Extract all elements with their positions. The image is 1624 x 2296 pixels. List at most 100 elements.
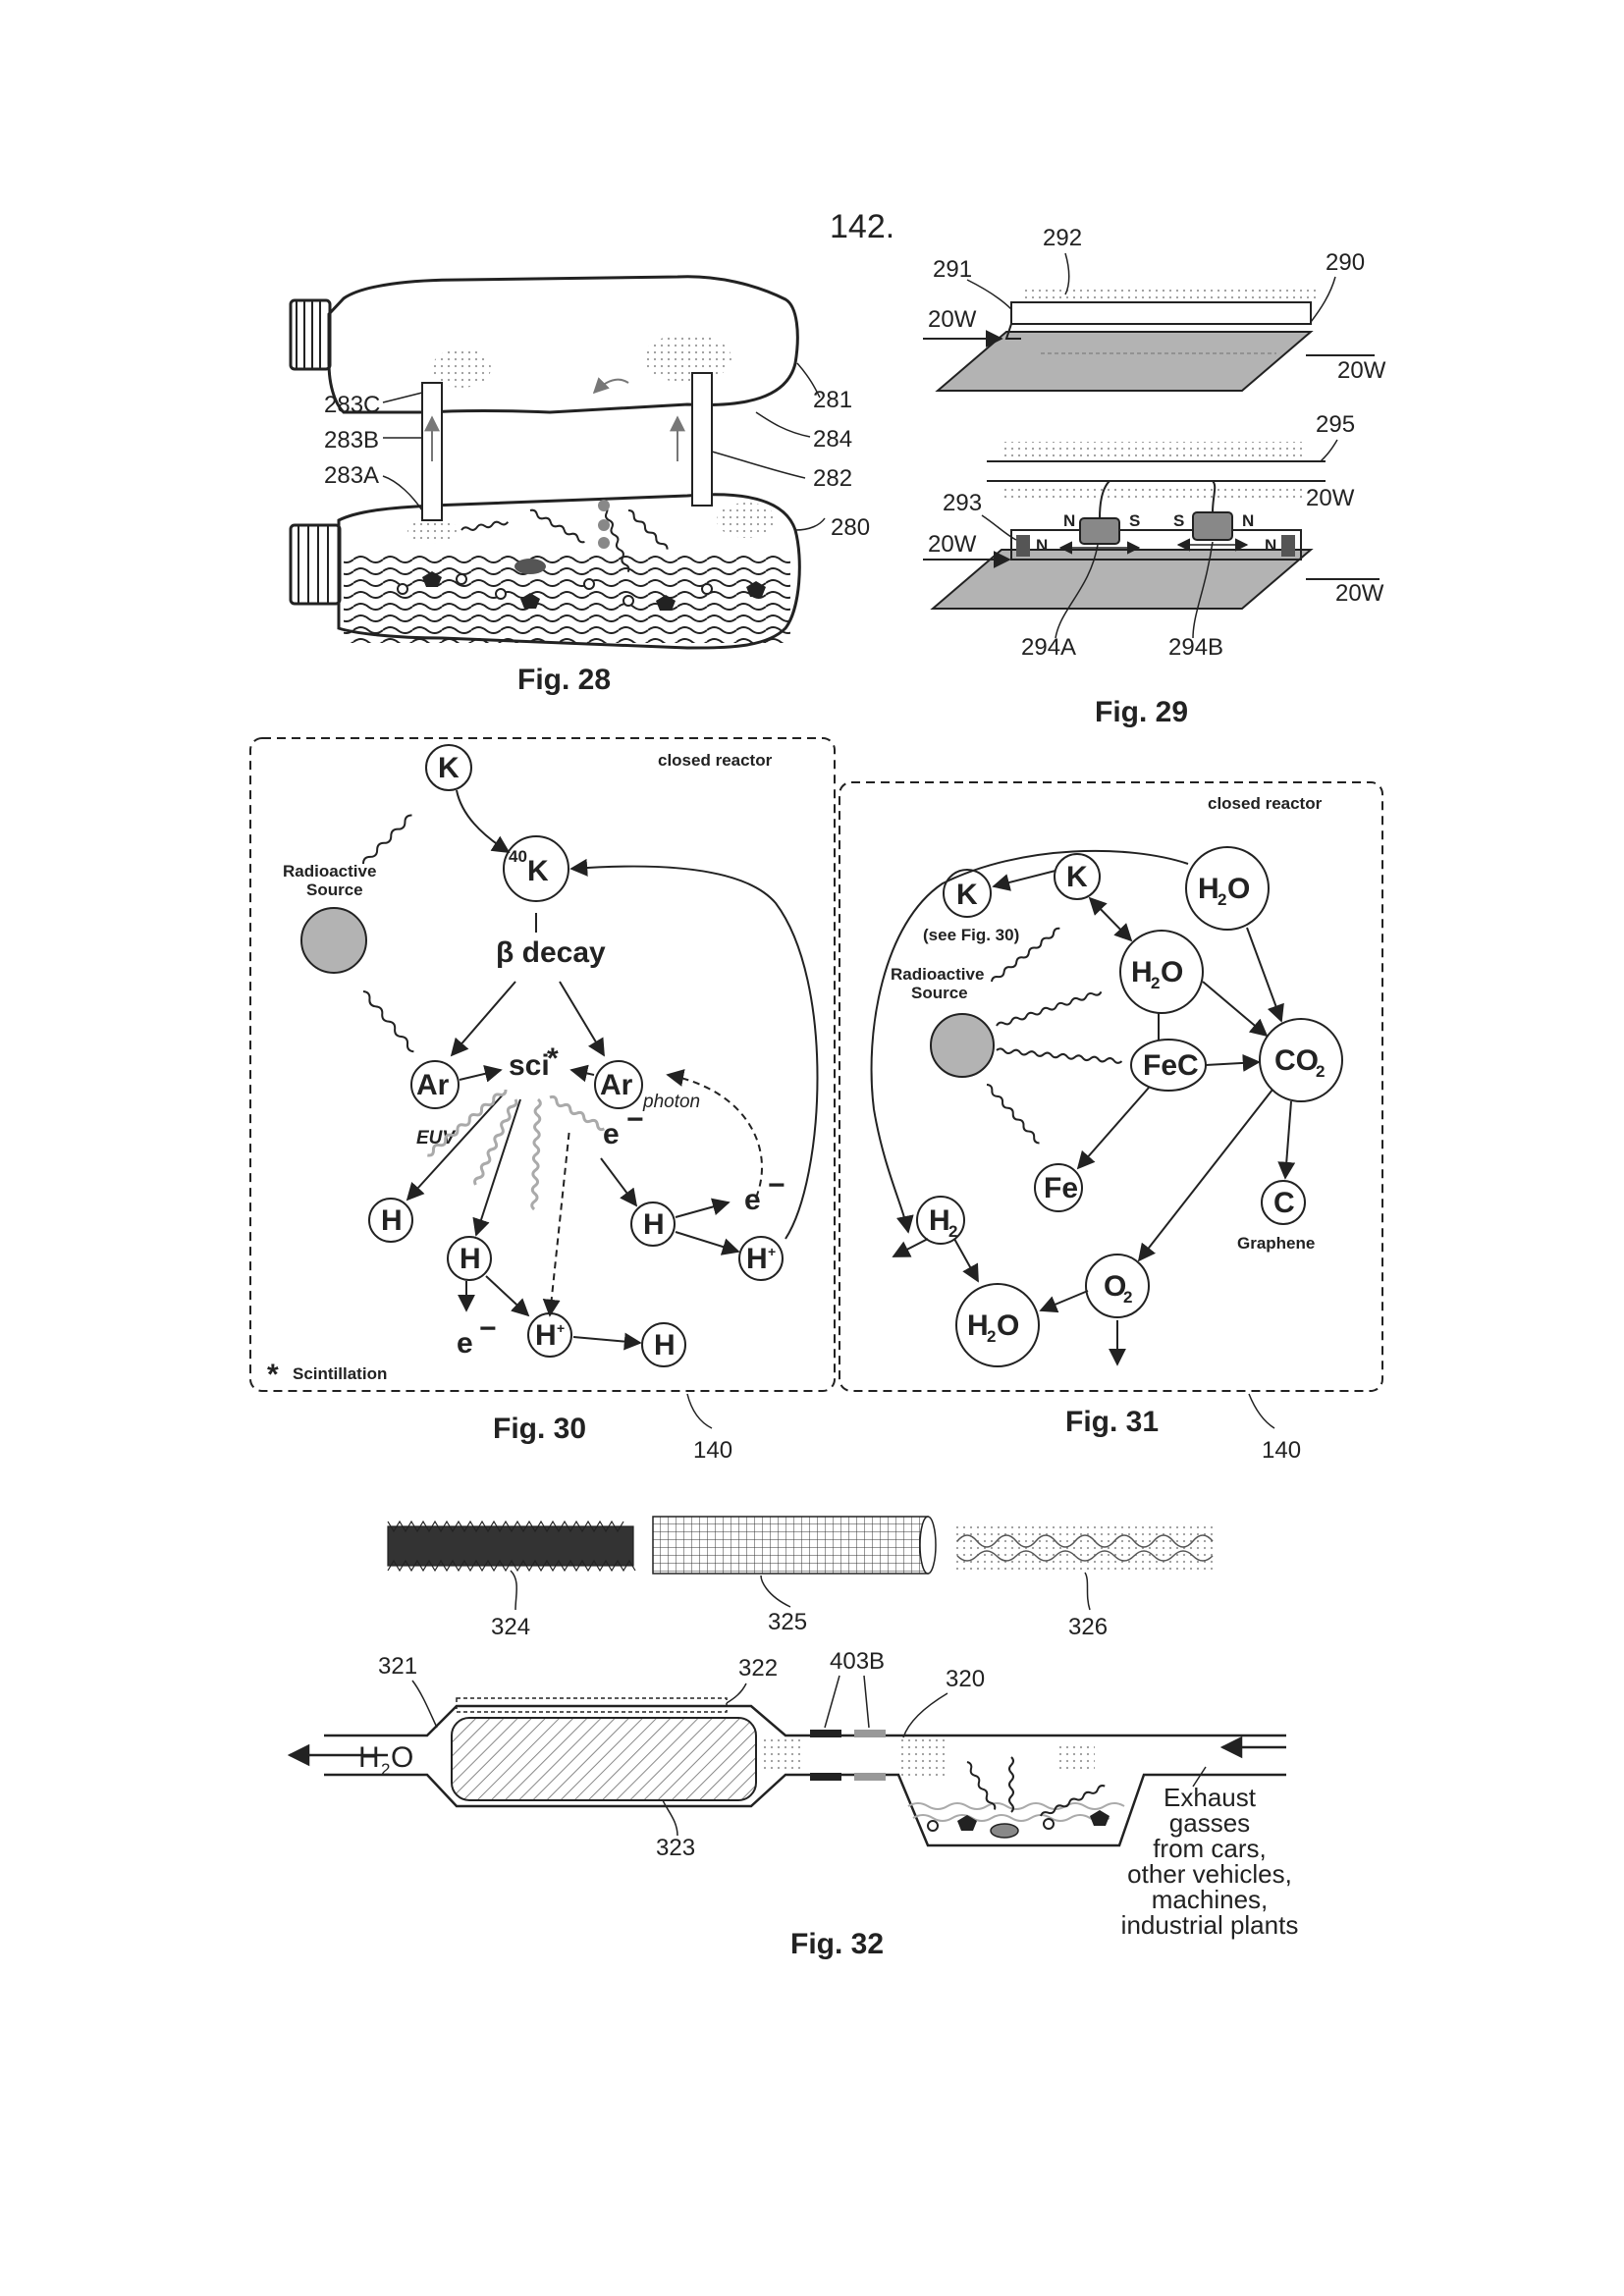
fig30-radio-label-2: Source [306, 881, 363, 899]
fig30-footnote-star: * [267, 1359, 279, 1391]
svg-text:+: + [557, 1320, 565, 1336]
fig30-ref: 140 [693, 1437, 732, 1464]
fig31-caption: Fig. 31 [1065, 1406, 1159, 1438]
ref-295: 295 [1316, 411, 1355, 438]
svg-text:industrial plants: industrial plants [1121, 1910, 1299, 1940]
coil-294A [1080, 518, 1119, 544]
fig32: 324 325 326 H 2 [290, 1517, 1298, 1960]
svg-text:*: * [547, 1042, 559, 1075]
ref-283C: 283C [324, 392, 380, 418]
fig30-electron-3: e [457, 1327, 473, 1360]
svg-text:−: − [479, 1312, 497, 1345]
svg-text:FeC: FeC [1143, 1049, 1199, 1082]
svg-text:2: 2 [381, 1760, 390, 1779]
fig31-ref: 140 [1262, 1437, 1301, 1464]
ref-281: 281 [813, 387, 852, 413]
magnet-n4: N [1265, 536, 1276, 555]
svg-text:H: H [535, 1319, 557, 1352]
svg-text:K: K [527, 855, 549, 887]
svg-text:−: − [626, 1103, 644, 1136]
svg-text:H: H [654, 1329, 676, 1362]
svg-text:H: H [1131, 956, 1153, 988]
svg-text:(see Fig. 30): (see Fig. 30) [923, 926, 1019, 944]
fig28-caption: Fig. 28 [517, 664, 611, 696]
ref-324: 324 [491, 1614, 530, 1640]
ref-280: 280 [831, 514, 870, 541]
fig30-radioactive-source [301, 908, 366, 973]
fig31-radioactive-source [931, 1014, 994, 1077]
fig30-electron-2: e [744, 1184, 761, 1216]
electrode-403B-a [810, 1730, 841, 1737]
fig31-graphene: Graphene [1237, 1234, 1315, 1253]
svg-text:2: 2 [987, 1327, 996, 1346]
magnet-s1: S [1129, 511, 1140, 530]
magnet-n3: N [1242, 511, 1254, 530]
svg-text:2: 2 [1218, 890, 1226, 909]
element-292 [1011, 302, 1311, 324]
fig32-caption: Fig. 32 [790, 1928, 884, 1960]
plate-290 [938, 332, 1311, 391]
coil-294B [1193, 512, 1232, 540]
ref-291: 291 [933, 256, 972, 283]
svg-text:K: K [438, 752, 460, 784]
ref-403B: 403B [830, 1648, 885, 1675]
fig30-radio-label-1: Radioactive [283, 862, 376, 881]
svg-text:Ar: Ar [600, 1069, 633, 1101]
fig30-electron-1: e [603, 1118, 620, 1150]
fig29-caption: Fig. 29 [1095, 696, 1188, 728]
svg-text:K: K [956, 879, 978, 911]
svg-text:Source: Source [911, 984, 968, 1002]
electrode-403B-b [810, 1773, 841, 1781]
svg-text:H: H [929, 1204, 950, 1237]
ref-326: 326 [1068, 1614, 1108, 1640]
svg-text:H: H [967, 1309, 989, 1342]
svg-text:H: H [381, 1204, 403, 1237]
nanostructure-324 [388, 1522, 635, 1571]
svg-text:O: O [1227, 873, 1250, 905]
flow-top-out: 20W [1337, 357, 1386, 384]
fig30-box-label: closed reactor [658, 751, 773, 770]
ref-294B: 294B [1168, 634, 1223, 661]
flow-bot-out-lower: 20W [1335, 580, 1384, 607]
filter-323 [452, 1718, 756, 1800]
svg-text:O: O [1161, 956, 1183, 988]
fig31-box-label: closed reactor [1208, 794, 1323, 813]
magnet-s2: S [1173, 511, 1184, 530]
svg-text:H: H [643, 1208, 665, 1241]
nanostructure-326 [952, 1526, 1213, 1571]
fig32-out-label: H [358, 1741, 380, 1774]
ref-283B: 283B [324, 427, 379, 454]
svg-text:2: 2 [1123, 1288, 1132, 1307]
svg-text:−: − [768, 1169, 785, 1201]
fig30: closed reactor Radioactive Source K 40 K… [250, 738, 835, 1464]
ref-323: 323 [656, 1835, 695, 1861]
svg-text:Fe: Fe [1044, 1172, 1078, 1204]
svg-text:40: 40 [509, 847, 527, 866]
ref-282: 282 [813, 465, 852, 492]
fig30-beta: β decay [496, 936, 606, 969]
svg-text:2: 2 [1151, 974, 1160, 992]
magnet-n1: N [1036, 536, 1048, 555]
fig30-photon: photon [642, 1092, 700, 1112]
flow-bot-in: 20W [928, 531, 977, 558]
svg-text:CO: CO [1274, 1044, 1319, 1077]
bottle-281 [329, 277, 797, 412]
svg-text:Radioactive: Radioactive [891, 965, 984, 984]
ref-320: 320 [946, 1666, 985, 1692]
svg-text:H: H [746, 1243, 768, 1275]
flow-top-in: 20W [928, 306, 977, 333]
ref-322: 322 [738, 1655, 778, 1682]
fig31: closed reactor Radioactive Source K (see… [839, 782, 1382, 1464]
nanotube-325 [653, 1517, 936, 1574]
svg-text:2: 2 [948, 1222, 957, 1241]
svg-text:2: 2 [1316, 1062, 1325, 1081]
fig32-exhaust-text: Exhaust gasses from cars, other vehicles… [1121, 1783, 1299, 1940]
page-number: 142. [830, 208, 894, 245]
ref-293: 293 [943, 490, 982, 516]
flow-bot-out-upper: 20W [1306, 485, 1355, 511]
svg-text:K: K [1066, 861, 1088, 893]
ref-321: 321 [378, 1653, 417, 1680]
fig28: 281 284 282 280 283C 283B 283A Fig. 28 [291, 277, 870, 696]
liquid-280 [344, 555, 790, 643]
